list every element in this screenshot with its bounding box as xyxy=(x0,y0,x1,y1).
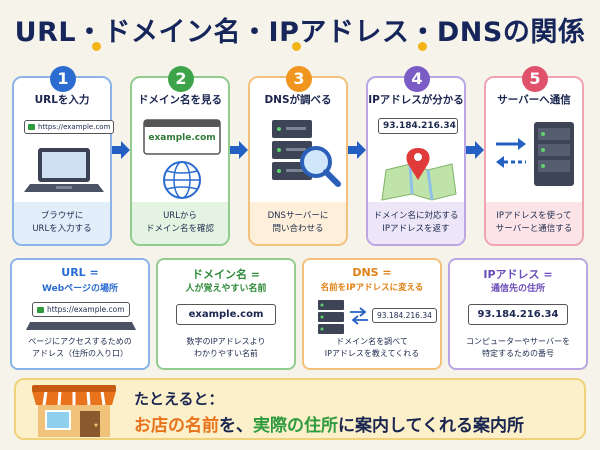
title-dot-1 xyxy=(92,42,101,51)
step-4-ip-box: 93.184.216.34 xyxy=(378,118,458,134)
definition-ip-description: コンピューターやサーバーを 特定するための番号 xyxy=(466,337,570,358)
definition-domain-description: 数字のIPアドレスより わかりやすい名前 xyxy=(186,337,266,358)
definition-url-title: URL = xyxy=(61,266,99,279)
banner-shop-name: お店の名前 xyxy=(134,416,219,436)
title-dot-2 xyxy=(292,42,301,51)
step-5-badge: 5 xyxy=(522,66,548,92)
banner-address: 実際の住所 xyxy=(253,416,338,436)
step-4-card: 4 IPアドレスが分かる 93.184.216.34 ドメイン名に対応する IP… xyxy=(366,66,466,246)
lock-icon xyxy=(37,307,44,313)
definition-url-subtitle: Webページの場所 xyxy=(42,284,118,294)
dns-server-magnifier-icon xyxy=(254,112,346,202)
banner-main: お店の名前を、実際の住所に案内してくれる案内所 xyxy=(134,416,524,436)
step-5-heading: サーバーへ通信 xyxy=(497,94,571,106)
definition-domain-subtitle: 人が覚えやすい名前 xyxy=(185,284,267,294)
step-4-heading: IPアドレスが分かる xyxy=(368,94,464,106)
step-1-card: 1 URLを入力 https://example.com ブラウザに URLを入… xyxy=(12,66,115,246)
exchange-arrows-icon xyxy=(350,307,368,325)
banner-lead: たとえると： xyxy=(134,390,224,408)
step-1-description: ブラウザに URLを入力する xyxy=(14,202,110,244)
definition-dns-title: DNS = xyxy=(352,266,392,279)
step-2-domain: example.com xyxy=(148,133,216,143)
globe-icon xyxy=(163,161,201,199)
step-1-heading: URLを入力 xyxy=(34,94,90,106)
definition-ip-title: IPアドレス = xyxy=(483,268,553,281)
arrow-right-icon xyxy=(112,141,130,159)
shop-icon xyxy=(32,385,116,437)
laptop-icon: https://example.com xyxy=(18,112,115,202)
definition-domain-card: ドメイン名 = 人が覚えやすい名前 example.com 数字のIPアドレスよ… xyxy=(156,258,296,370)
step-3-description: DNSサーバーに 問い合わせる xyxy=(250,202,346,244)
step-3-badge: 3 xyxy=(286,66,312,92)
definition-dns-subtitle: 名前をIPアドレスに変える xyxy=(320,283,424,293)
definition-dns-ip-box: 93.184.216.34 xyxy=(372,308,437,323)
definition-domain-box: example.com xyxy=(176,304,276,325)
step-1-url-bar: https://example.com xyxy=(24,120,115,134)
analogy-banner: たとえると： お店の名前を、実際の住所に案内してくれる案内所 xyxy=(14,378,586,440)
definition-url-card: URL = Webページの場所 https://example.com ページに… xyxy=(10,258,150,370)
step-5-card: 5 サーバーへ通信 IPアドレスを使って サーバーと通信する xyxy=(484,66,584,246)
step-3-card: 3 DNSが調べる DNSサーバーに 問い合わせる xyxy=(248,66,348,246)
arrow-right-icon xyxy=(348,141,366,159)
step-5-description: IPアドレスを使って サーバーと通信する xyxy=(486,202,582,244)
lock-icon xyxy=(28,124,35,130)
step-3-heading: DNSが調べる xyxy=(264,94,332,106)
server-communication-icon xyxy=(490,112,582,202)
definition-ip-box: 93.184.216.34 xyxy=(468,304,568,325)
browser-icon: example.com xyxy=(136,112,228,202)
step-4-description: ドメイン名に対応する IPアドレスを返す xyxy=(368,202,464,244)
arrow-right-icon xyxy=(466,141,484,159)
step-2-description: URLから ドメイン名を確認 xyxy=(132,202,228,244)
title-dot-3 xyxy=(418,42,427,51)
arrow-right-icon xyxy=(230,141,248,159)
step-4-badge: 4 xyxy=(404,66,430,92)
step-2-heading: ドメイン名を見る xyxy=(138,94,222,106)
definition-url-bar: https://example.com xyxy=(32,302,130,317)
step-2-card: 2 ドメイン名を見る example.com URLから ドメイン名を確認 xyxy=(130,66,230,246)
definition-ip-subtitle: 通信先の住所 xyxy=(490,284,545,294)
step-1-badge: 1 xyxy=(50,66,76,92)
definition-dns-description: ドメイン名を調べて IPアドレスを教えてくれる xyxy=(324,337,420,358)
laptop-icon: https://example.com xyxy=(26,298,136,332)
dns-server-icon xyxy=(318,300,344,334)
map-pin-icon: 93.184.216.34 xyxy=(372,112,464,202)
definition-domain-title: ドメイン名 = xyxy=(191,268,261,281)
step-2-badge: 2 xyxy=(168,66,194,92)
definition-dns-card: DNS = 名前をIPアドレスに変える 93.184.216.34 ドメイン名を… xyxy=(302,258,442,370)
definition-ip-card: IPアドレス = 通信先の住所 93.184.216.34 コンピューターやサー… xyxy=(448,258,588,370)
definition-url-description: ページにアクセスするための アドレス（住所の入り口） xyxy=(28,337,132,358)
